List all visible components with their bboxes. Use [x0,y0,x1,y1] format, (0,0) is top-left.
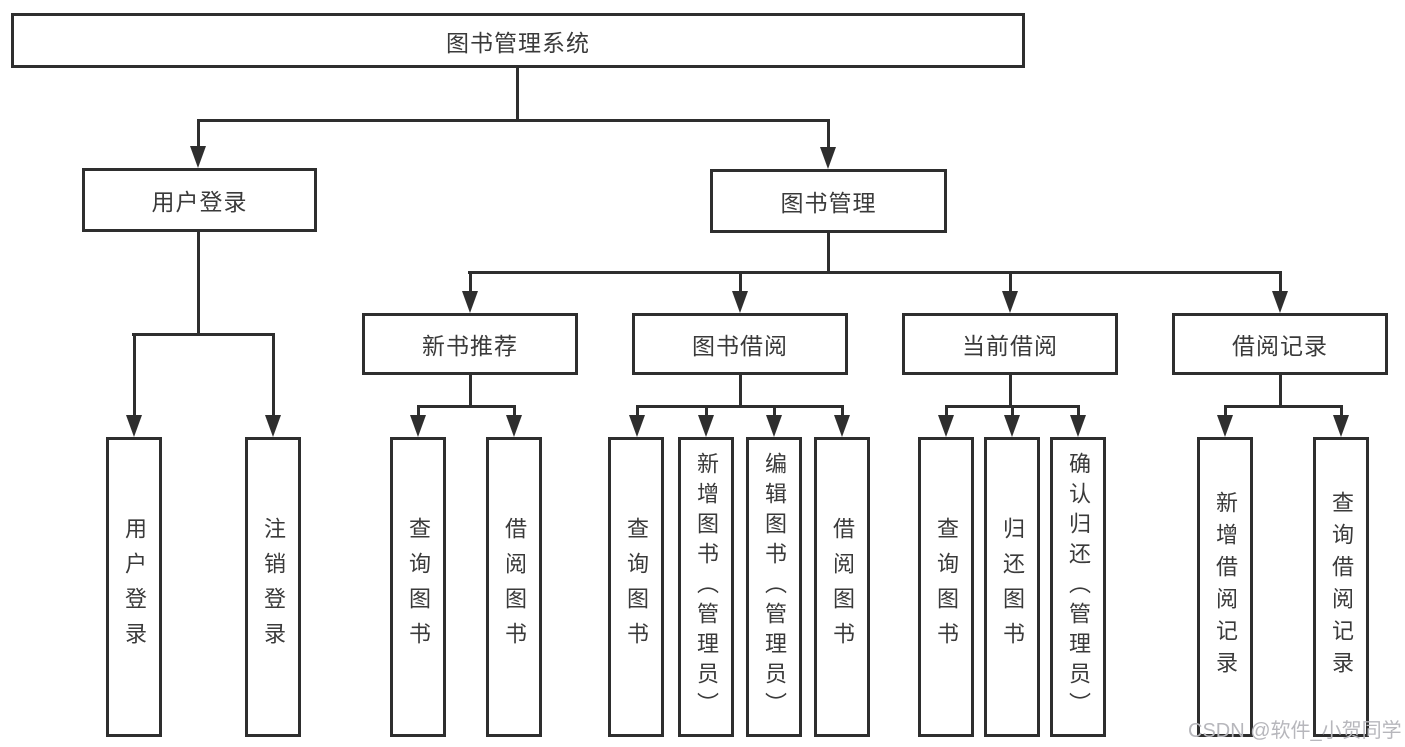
connector-borrow-records-stem [1279,375,1282,407]
arrowhead-icon [1070,415,1086,437]
node-label: 查询借阅记录 [1329,491,1354,683]
node-label: 用户登录 [151,189,248,215]
connector-shaft-leaf-logout [272,333,275,417]
node-label: 借阅记录 [1232,333,1328,359]
node-library-system: 图书管理系统 [11,13,1025,68]
arrowhead-icon [698,415,714,437]
arrowhead-icon [732,291,748,313]
arrowhead-icon [938,415,954,437]
node-label: 查询图书 [406,517,431,657]
connector-shaft-book-management [827,119,830,150]
node-label: 归还图书 [1000,517,1025,657]
node-book-management: 图书管理 [710,169,947,233]
arrowhead-icon [1272,291,1288,313]
node-label: 借阅图书 [502,517,527,657]
arrowhead-icon [462,291,478,313]
node-leaf-add-books-admin: 新增图书（管理员） [678,437,734,737]
node-label: 注销登录 [261,517,286,657]
connector-shaft-leaf-login [133,333,136,417]
node-leaf-confirm-return-admin: 确认归还（管理员） [1050,437,1106,737]
connector-book-management-stem [827,233,830,273]
connector-shaft [1224,405,1227,419]
node-label: 新增图书（管理员） [694,452,719,722]
connector-shaft [417,405,420,419]
arrowhead-icon [126,415,142,437]
arrowhead-icon [410,415,426,437]
node-new-book-recommend: 新书推荐 [362,313,578,375]
connector-shaft-current-borrow [1009,271,1012,295]
node-leaf-borrow-books-recommend: 借阅图书 [486,437,542,737]
node-leaf-user-login: 用户登录 [106,437,162,737]
connector-borrow-records-branch [1224,405,1343,408]
node-label: 图书借阅 [692,333,788,359]
arrowhead-icon [506,415,522,437]
arrowhead-icon [1002,291,1018,313]
connector-shaft [1077,405,1080,419]
connector-current-borrow-stem [1009,375,1012,407]
connector-new-book-stem [469,375,472,407]
arrowhead-icon [834,415,850,437]
connector-shaft-new-book [469,271,472,295]
node-label: 借阅图书 [830,517,855,657]
connector-shaft-borrow-records [1279,271,1282,295]
connector-shaft [841,405,844,419]
node-leaf-query-books-recommend: 查询图书 [390,437,446,737]
connector-book-borrow-stem [739,375,742,407]
node-label: 图书管理 [780,190,877,216]
connector-book-management-branch [468,271,1282,274]
node-label: 查询图书 [934,517,959,657]
arrowhead-icon [190,146,206,168]
node-label: 新增借阅记录 [1213,491,1238,683]
arrowhead-icon [766,415,782,437]
connector-shaft [1340,405,1343,419]
connector-user-login-stem [197,232,200,335]
connector-new-book-branch [417,405,516,408]
arrowhead-icon [1217,415,1233,437]
connector-shaft-book-borrow [739,271,742,295]
node-leaf-return-books: 归还图书 [984,437,1040,737]
node-leaf-logout: 注销登录 [245,437,301,737]
connector-shaft [773,405,776,419]
connector-shaft [513,405,516,419]
connector-book-borrow-branch [636,405,844,408]
arrowhead-icon [265,415,281,437]
node-current-borrow: 当前借阅 [902,313,1118,375]
node-book-borrow: 图书借阅 [632,313,848,375]
node-label: 当前借阅 [962,333,1058,359]
arrowhead-icon [1004,415,1020,437]
connector-shaft [636,405,639,419]
node-label: 查询图书 [624,517,649,657]
arrowhead-icon [629,415,645,437]
watermark: CSDN @软件_小贺同学 [1188,720,1402,742]
node-borrow-records: 借阅记录 [1172,313,1388,375]
connector-shaft [705,405,708,419]
connector-shaft [945,405,948,419]
connector-shaft [1011,405,1014,419]
node-leaf-query-borrow-record: 查询借阅记录 [1313,437,1369,737]
node-leaf-query-books-current: 查询图书 [918,437,974,737]
node-leaf-borrow-books: 借阅图书 [814,437,870,737]
connector-user-login-branch [132,333,275,336]
connector-root-branch [197,119,830,122]
connector-shaft-user-login [197,119,200,149]
arrowhead-icon [1333,415,1349,437]
node-user-login: 用户登录 [82,168,317,232]
node-label: 新书推荐 [422,333,518,359]
node-leaf-edit-books-admin: 编辑图书（管理员） [746,437,802,737]
node-label: 编辑图书（管理员） [762,452,787,722]
node-label: 图书管理系统 [446,29,590,56]
node-leaf-add-borrow-record: 新增借阅记录 [1197,437,1253,737]
node-label: 用户登录 [122,517,147,657]
arrowhead-icon [820,147,836,169]
node-label: 确认归还（管理员） [1066,452,1091,722]
node-leaf-query-books-borrow: 查询图书 [608,437,664,737]
connector-root-stem [516,68,519,121]
